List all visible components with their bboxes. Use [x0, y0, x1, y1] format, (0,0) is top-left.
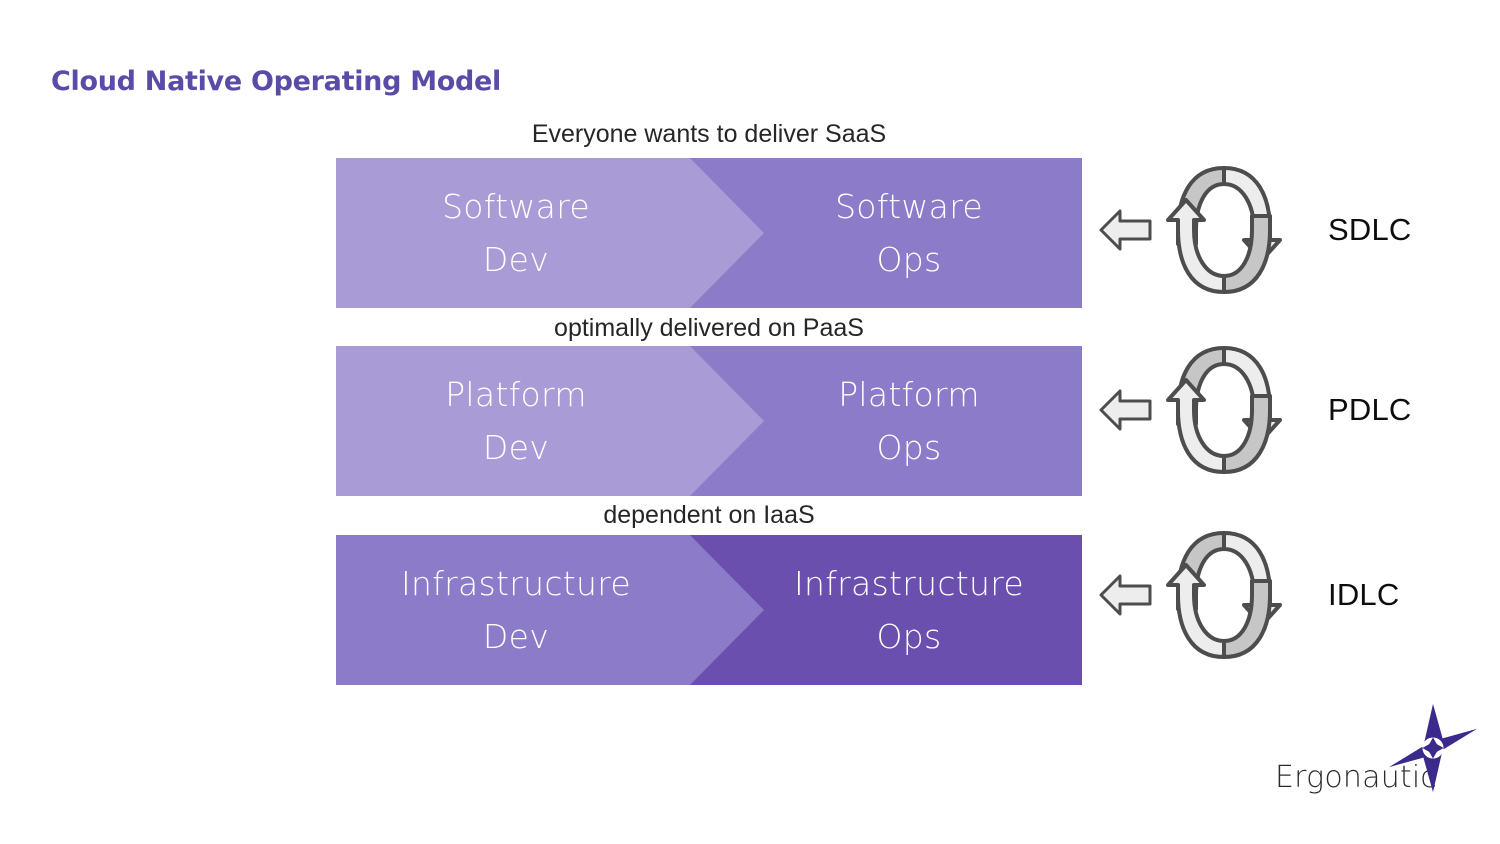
- brand-logo: Ergonautic: [1275, 700, 1478, 800]
- row-caption-infrastructure: dependent on IaaS: [603, 501, 815, 529]
- logo-wordmark: Ergonautic: [1275, 760, 1438, 795]
- chevron-band-infrastructure: Infrastructure Dev Infrastructure Ops: [336, 535, 1082, 685]
- chevron-band-platform: Platform Dev Platform Ops: [336, 346, 1082, 496]
- lifecycle-group-sdlc: SDLC: [1098, 155, 1488, 305]
- cycle-loop-icon: [1166, 531, 1282, 659]
- chevron-left-half-software: [336, 158, 764, 308]
- lifecycle-group-pdlc: PDLC: [1098, 335, 1488, 485]
- cycle-loop-icon: [1166, 166, 1282, 294]
- chevron-band-software: Software Dev Software Ops: [336, 158, 1082, 308]
- lifecycle-label-sdlc: SDLC: [1328, 212, 1412, 247]
- lifecycle-label-idlc: IDLC: [1328, 577, 1400, 612]
- cycle-loop-icon: [1166, 346, 1282, 474]
- left-arrow-icon: [1099, 209, 1152, 251]
- chevron-shape-software: [336, 158, 1082, 308]
- compass-star-icon: [1388, 703, 1478, 793]
- left-arrow-icon: [1099, 574, 1152, 616]
- chevron-left-half-platform: [336, 346, 764, 496]
- chevron-left-half-infrastructure: [336, 535, 764, 685]
- row-caption-software: Everyone wants to deliver SaaS: [531, 120, 887, 148]
- lifecycle-label-pdlc: PDLC: [1328, 392, 1412, 427]
- chevron-shape-infrastructure: [336, 535, 1082, 685]
- lifecycle-group-idlc: IDLC: [1098, 520, 1488, 670]
- row-caption-platform: optimally delivered on PaaS: [554, 314, 864, 342]
- page-title: Cloud Native Operating Model: [51, 66, 502, 97]
- left-arrow-icon: [1099, 389, 1152, 431]
- chevron-shape-platform: [336, 346, 1082, 496]
